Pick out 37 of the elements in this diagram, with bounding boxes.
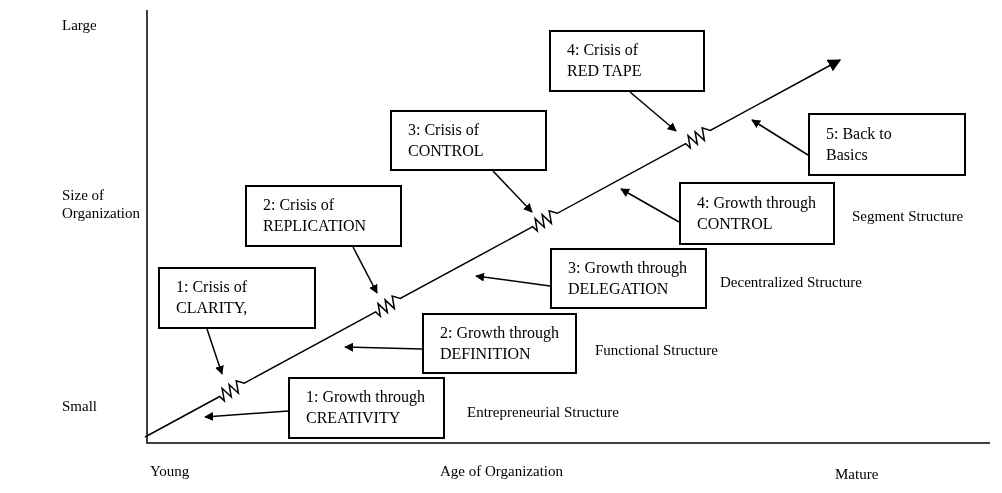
stage-box — [288, 377, 445, 439]
stage-box — [245, 185, 402, 247]
axis-label: Mature — [835, 465, 879, 483]
axis-label: Small — [62, 397, 97, 415]
stage-text: 3: Growth through DELEGATION — [568, 257, 689, 299]
axis-label: Young — [150, 462, 190, 480]
stage-text: 2: Crisis of REPLICATION — [263, 195, 368, 236]
stage-text: 1: Growth through CREATIVITY — [306, 387, 427, 428]
arrow — [629, 91, 677, 132]
axis-label: Segment Structure — [852, 207, 964, 225]
arrow — [492, 170, 533, 213]
arrow — [620, 188, 680, 223]
stage-text: 5: Back to Basics — [826, 123, 893, 165]
stage-box — [679, 182, 835, 245]
axis-label: Size of Organization — [62, 186, 142, 222]
stage-text: 2: Growth through DEFINITION — [440, 322, 561, 364]
stage-text: 3: Crisis of CONTROL — [408, 119, 485, 161]
stage-box — [158, 267, 316, 329]
stage-box — [808, 113, 966, 176]
stage-text: 1: Crisis of CLARITY, — [176, 277, 249, 318]
arrow — [204, 410, 289, 421]
axis-label: Decentralized Structure — [720, 273, 862, 291]
arrow — [206, 328, 224, 375]
stage-box — [422, 313, 577, 374]
axis-label: Large — [62, 16, 97, 34]
axis-label: Entrepreneurial Structure — [467, 403, 619, 421]
stage-text: 4: Growth through CONTROL — [697, 192, 818, 234]
arrow — [352, 246, 378, 294]
axis-label: Age of Organization — [440, 462, 564, 480]
stage-box — [390, 110, 547, 171]
arrow — [475, 272, 551, 287]
axis-label: Functional Structure — [595, 341, 718, 359]
stage-box — [550, 248, 707, 309]
arrow — [344, 342, 423, 352]
arrow — [751, 119, 809, 156]
stage-box — [549, 30, 705, 92]
stage-text: 4: Crisis of RED TAPE — [567, 40, 643, 81]
